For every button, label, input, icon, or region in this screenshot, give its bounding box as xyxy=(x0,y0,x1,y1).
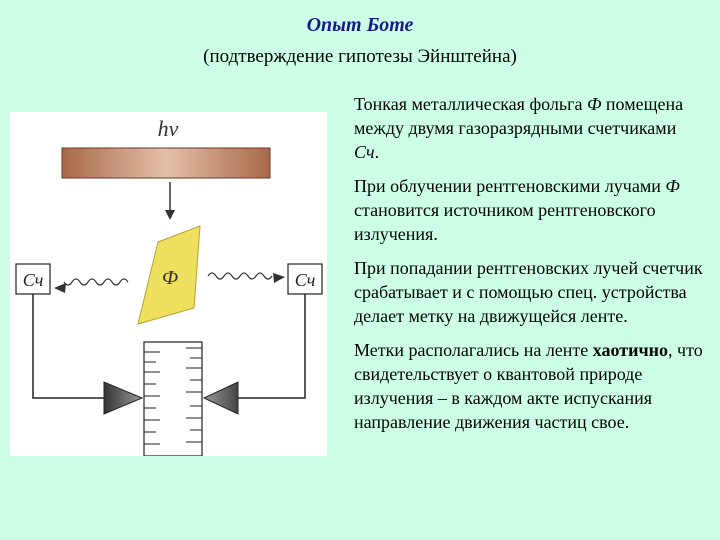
left-emission-wave xyxy=(63,278,129,286)
paragraph-setup: Тонкая металлическая фольга Ф помещена м… xyxy=(354,94,684,162)
bothe-experiment-diagram: hv Ф Сч Сч xyxy=(10,112,327,456)
incident-ray-arrowhead xyxy=(165,210,175,220)
left-counter-label: Сч xyxy=(23,270,44,290)
right-marker-pointer xyxy=(202,381,239,415)
left-counter-box xyxy=(15,263,51,295)
left-counter-wire xyxy=(32,294,104,399)
right-counter-wire xyxy=(238,294,306,399)
photon-label: hv xyxy=(158,116,179,141)
paragraph-irradiation: При облучении рентгеновскими лучами Ф ст… xyxy=(354,176,680,244)
paragraph-detection: При попадании рентгеновских лучей счетчи… xyxy=(354,258,703,326)
right-emission-wave xyxy=(207,272,273,280)
x-ray-source-plate xyxy=(61,147,271,179)
foil-label: Ф xyxy=(162,267,178,289)
left-emission-arrowhead xyxy=(54,283,66,293)
slide-subtitle: (подтверждение гипотезы Эйнштейна) xyxy=(203,46,517,67)
metal-foil xyxy=(137,225,201,325)
left-marker-pointer xyxy=(103,381,144,415)
right-emission-arrowhead xyxy=(273,273,285,283)
paragraph-conclusion: Метки располагались на ленте хаотично, ч… xyxy=(354,340,703,432)
right-counter-label: Сч xyxy=(295,270,316,290)
moving-tape xyxy=(143,341,203,456)
explanation-text: Тонкая металлическая фольга Ф помещена м… xyxy=(354,92,704,444)
slide-title: Опыт Боте xyxy=(306,14,414,36)
tape-marks xyxy=(144,347,202,445)
right-counter-box xyxy=(287,263,323,295)
